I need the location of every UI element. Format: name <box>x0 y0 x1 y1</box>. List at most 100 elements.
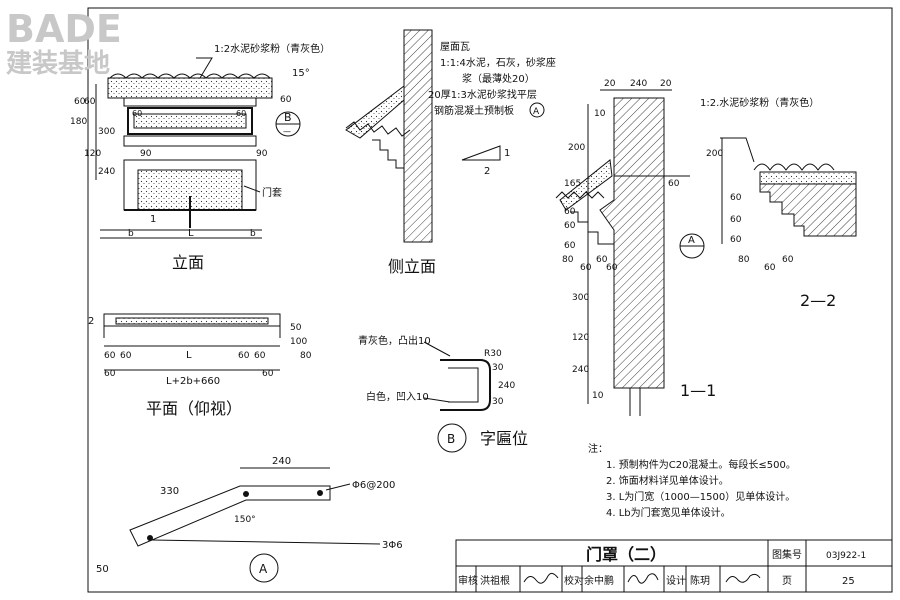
notes-heading: 注： <box>588 442 608 455</box>
plan-dim-1: 60 <box>120 351 132 361</box>
review-signature <box>523 572 559 584</box>
side-roof-slab <box>345 84 405 139</box>
s11-bottom-3: 60 <box>606 263 618 273</box>
door-frame-leader <box>243 185 261 193</box>
s11-left-1: 200 <box>568 143 585 153</box>
design-label: 设计 <box>666 574 686 587</box>
side-slope-v: 1 <box>504 148 510 159</box>
side-note-line5: 钢筋混凝土预制板 <box>434 104 514 117</box>
rebar-dot <box>243 491 249 497</box>
detail-a-rebar-top: Φ6@200 <box>352 480 395 491</box>
s22-left-3: 60 <box>730 235 742 245</box>
s11-left-7: 120 <box>572 333 589 343</box>
elev-sixty-left: 60 <box>132 109 142 118</box>
check-signature <box>627 573 659 584</box>
side-roof-note: 屋面瓦 <box>440 41 470 53</box>
plan-dim-6: 60 <box>262 369 274 379</box>
elev-top-note: 1:2水泥砂浆粉（青灰色） <box>214 42 330 55</box>
side-note-line3: 浆（最薄处20） <box>462 72 535 85</box>
s11-bottom-2: 60 <box>596 255 608 265</box>
side-caption: 侧立面 <box>388 257 436 276</box>
side-note-line2: 1:1:4水泥，石灰，砂浆座 <box>440 56 556 69</box>
check-label: 校对 <box>564 574 584 587</box>
atlas-value: 03J922-1 <box>826 551 866 561</box>
logo-brand: BADE <box>6 7 122 51</box>
rebar-dot <box>317 490 323 496</box>
detail-a-dim-bottom: 50 <box>96 564 109 575</box>
s11-left-2: 165 <box>564 179 581 189</box>
review-label: 审核 <box>458 574 478 587</box>
detail-b-dim-0: R30 <box>484 349 502 359</box>
section11-tiles <box>555 191 605 199</box>
section11-caption: 1—1 <box>680 381 716 400</box>
section11-roof <box>559 159 613 211</box>
side-steps <box>372 139 404 169</box>
page-value: 25 <box>842 576 855 587</box>
lintel-band <box>123 135 257 147</box>
atlas-label: 图集号 <box>772 548 802 561</box>
drawing-title: 门罩（二） <box>586 545 666 564</box>
s11-top-1: 240 <box>630 79 647 89</box>
elev-dim-right-2: 90 <box>256 149 268 159</box>
detail-b-dim-2: 240 <box>498 381 515 391</box>
detail-a-view: 240 330 50 150° Φ6@200 3Φ6 A <box>96 456 403 583</box>
detail-b-label-bottom: 白色，凹入10 <box>366 390 429 403</box>
side-wall <box>403 29 433 243</box>
plan-dim-3: 60 <box>238 351 250 361</box>
rebar-bottom-leader <box>151 539 381 545</box>
s11-left-0: 10 <box>594 109 606 119</box>
s11-left-5: 60 <box>564 241 576 251</box>
elev-dim-left-5: 240 <box>98 167 115 177</box>
s22-note: 1:2.水泥砂浆粉（青灰色） <box>700 96 819 109</box>
side-roof-tiles <box>345 121 411 137</box>
s11-right-dim: 60 <box>668 179 680 189</box>
plan-left-mark: 2 <box>88 316 94 327</box>
s11-top-2: 20 <box>660 79 672 89</box>
section22-body <box>759 183 857 237</box>
elev-dim-left-2: 180 <box>70 117 87 127</box>
roof-tiles <box>109 73 271 79</box>
elev-section-mark-sub: — <box>283 127 291 136</box>
plan-dim-0: 60 <box>104 351 116 361</box>
plan-outer <box>103 313 281 327</box>
elev-section-mark: B <box>284 111 292 124</box>
s22-bottom-0: 80 <box>738 255 750 265</box>
rebar-dot <box>147 535 153 541</box>
s22-bottom-2: 60 <box>782 255 794 265</box>
notes-block: 注： 1. 预制构件为C20混凝土。每段长≤500。 2. 饰面材料详见单体设计… <box>588 442 796 519</box>
elev-dim-left-4: 120 <box>84 149 101 159</box>
s11-left-6: 300 <box>572 293 589 303</box>
slope-triangle <box>461 145 501 161</box>
elev-dim-left-3: 300 <box>98 127 115 137</box>
cornice-band <box>123 97 257 107</box>
note-item: 1. 预制构件为C20混凝土。每段长≤500。 <box>606 458 796 471</box>
elev-b-right: b <box>250 229 256 239</box>
detail-b-view: 青灰色，凸出10 白色，凹入10 R30 30 240 30 B 字匾位 <box>358 334 528 453</box>
s22-bottom-1: 60 <box>764 263 776 273</box>
detail-b-caption: 字匾位 <box>480 429 528 448</box>
s11-left-3: 60 <box>564 207 576 217</box>
detail-b-label-top: 青灰色，凸出10 <box>358 334 431 347</box>
elevation-caption: 立面 <box>172 253 204 272</box>
note-item: 2. 饰面材料详见单体设计。 <box>606 474 729 487</box>
elev-cut-one: 1 <box>150 214 156 225</box>
elev-dim-left-1: 60 <box>84 97 96 107</box>
s11-top-0: 20 <box>604 79 616 89</box>
detail-a-angle: 150° <box>234 515 256 525</box>
s11-bottom-1: 60 <box>580 263 592 273</box>
brand-logo: BADE 建装基地 <box>6 7 122 79</box>
plan-total: L+2b+660 <box>166 376 220 387</box>
detail-b-mark-circle <box>437 423 467 453</box>
page-label: 页 <box>782 575 792 587</box>
side-elevation-view: 屋面瓦 1:1:4水泥，石灰，砂浆座 浆（最薄处20） 20厚1:3水泥砂浆找平… <box>345 29 556 276</box>
section-1-1-view: 20 240 20 10 200 165 60 60 60 300 120 24… <box>555 79 716 416</box>
elev-dim-right-1: 90 <box>140 149 152 159</box>
note-item: 4. Lb为门套宽见单体设计。 <box>606 506 731 519</box>
elev-b-left: b <box>128 229 134 239</box>
plaque-recess <box>448 367 479 403</box>
design-name: 陈玥 <box>690 574 710 587</box>
name-plaque <box>127 107 253 135</box>
detail-a-profile <box>129 485 331 547</box>
elev-sixty-right: 60 <box>236 109 246 118</box>
